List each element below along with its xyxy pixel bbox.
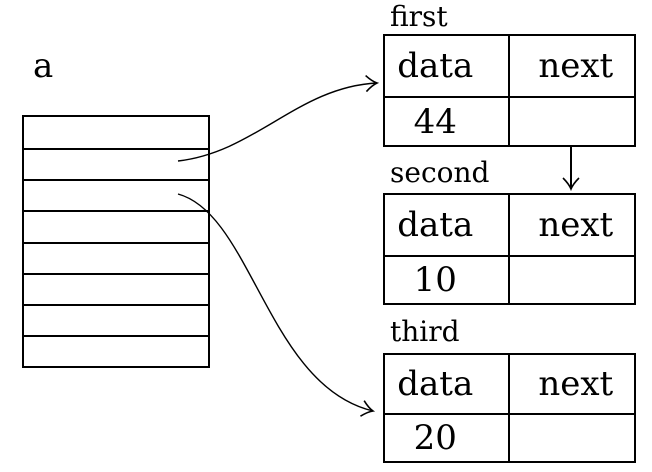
array-cell — [24, 179, 208, 210]
node-second: data next 10 — [383, 193, 636, 305]
second-data-header: data — [385, 195, 510, 257]
array-cell — [24, 303, 208, 335]
second-next-header: next — [509, 195, 634, 257]
array-cell — [24, 334, 208, 366]
array-cell — [24, 272, 208, 304]
array-cell — [24, 241, 208, 273]
array-cell — [24, 117, 208, 148]
node-third: data next 20 — [383, 353, 636, 463]
array-cell — [24, 148, 208, 179]
second-next-value — [510, 257, 635, 303]
third-next-header: next — [509, 355, 634, 415]
array-a — [22, 115, 210, 368]
first-next-value — [510, 98, 635, 145]
first-data-value: 44 — [385, 98, 510, 145]
second-data-value: 10 — [385, 257, 510, 303]
third-data-header: data — [385, 355, 510, 415]
array-cell — [24, 210, 208, 241]
node-label-first: first — [390, 0, 448, 33]
node-label-third: third — [390, 315, 460, 348]
node-first: data next 44 — [383, 34, 636, 147]
third-data-value: 20 — [385, 415, 510, 461]
array-label: a — [33, 46, 54, 86]
first-next-header: next — [509, 36, 634, 98]
node-label-second: second — [390, 156, 490, 189]
third-next-value — [510, 415, 635, 461]
first-data-header: data — [385, 36, 510, 98]
